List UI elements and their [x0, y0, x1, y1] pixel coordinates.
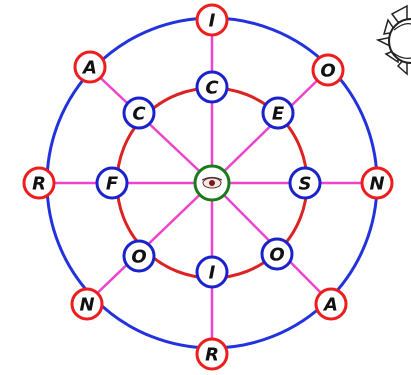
outer-node-s[interactable]: R — [195, 337, 229, 371]
inner-node-letter: O — [131, 247, 146, 268]
inner-node-s[interactable]: I — [195, 255, 229, 289]
sun-icon — [375, 4, 411, 76]
spoke-nw — [89, 67, 213, 184]
outer-node-letter: R — [32, 174, 46, 195]
inner-node-e[interactable]: S — [288, 166, 322, 200]
spoke-sw — [87, 182, 213, 303]
inner-node-letter: F — [106, 174, 119, 195]
outer-node-letter: I — [209, 11, 216, 32]
inner-node-letter: C — [132, 104, 146, 125]
outer-node-letter: R — [205, 345, 219, 366]
inner-node-se[interactable]: O — [260, 237, 294, 271]
outer-node-letter: A — [322, 295, 338, 316]
outer-node-letter: N — [79, 295, 94, 316]
outer-node-nw[interactable]: A — [73, 50, 107, 84]
inner-node-nw[interactable]: C — [122, 96, 156, 130]
outer-node-w[interactable]: R — [22, 166, 56, 200]
inner-node-letter: S — [299, 174, 312, 195]
outer-node-e[interactable]: N — [360, 166, 394, 200]
inner-node-sw[interactable]: O — [122, 239, 156, 273]
outer-node-letter: O — [320, 61, 335, 82]
outer-node-letter: A — [81, 58, 97, 79]
inner-node-w[interactable]: F — [95, 166, 129, 200]
inner-node-letter: E — [272, 104, 285, 125]
outer-node-ne[interactable]: O — [311, 53, 345, 87]
inner-node-ne[interactable]: E — [261, 96, 295, 130]
eye-icon — [201, 176, 223, 189]
inner-node-letter: O — [269, 245, 284, 266]
outer-node-se[interactable]: A — [314, 287, 348, 321]
outer-node-n[interactable]: I — [195, 3, 229, 37]
inner-node-letter: C — [205, 78, 219, 99]
outer-node-sw[interactable]: N — [70, 287, 104, 321]
hint-sun-button[interactable] — [375, 4, 411, 76]
outer-node-letter: N — [369, 174, 384, 195]
inner-node-letter: I — [209, 263, 216, 284]
inner-node-n[interactable]: C — [195, 70, 229, 104]
center-node[interactable] — [193, 164, 231, 202]
